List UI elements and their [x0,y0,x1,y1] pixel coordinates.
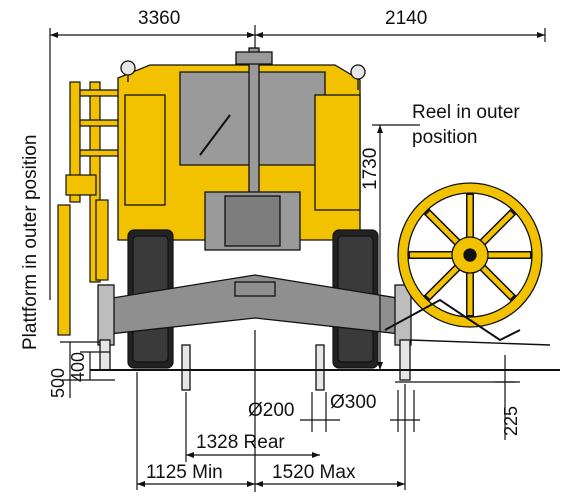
dim-dia-200: Ø200 [248,400,294,421]
track-width-arrows [137,452,405,487]
dim-225: 225 [501,406,521,436]
hose-reel [384,182,551,346]
clearance-dim [495,355,515,440]
platform-label: Plattform in outer position [20,135,41,350]
reel-label-line1: Reel in outer [412,102,520,123]
reel-label-line2: position [412,127,478,148]
platform [57,81,129,336]
dim-1125-min: 1125 Min [146,462,223,483]
left-height-dims [60,341,115,398]
dim-1520-max: 1520 Max [272,462,356,483]
track-width-dims [136,330,406,492]
dim-400: 400 [68,352,88,382]
top-dimension-arrows [50,32,545,38]
top-dimension-lines [49,25,546,300]
reel-height-arrows [377,125,383,370]
dim-dia-300: Ø300 [330,392,376,413]
dim-1730: 1730 [360,148,381,190]
dim-2140: 2140 [385,8,427,29]
dim-3360: 3360 [138,8,180,29]
dim-500: 500 [48,368,68,398]
machine-body [117,47,366,251]
dim-1328-rear: 1328 Rear [196,432,285,453]
leg-diameter-dims [300,390,420,432]
front-frame [97,274,412,346]
support-legs [99,339,411,391]
